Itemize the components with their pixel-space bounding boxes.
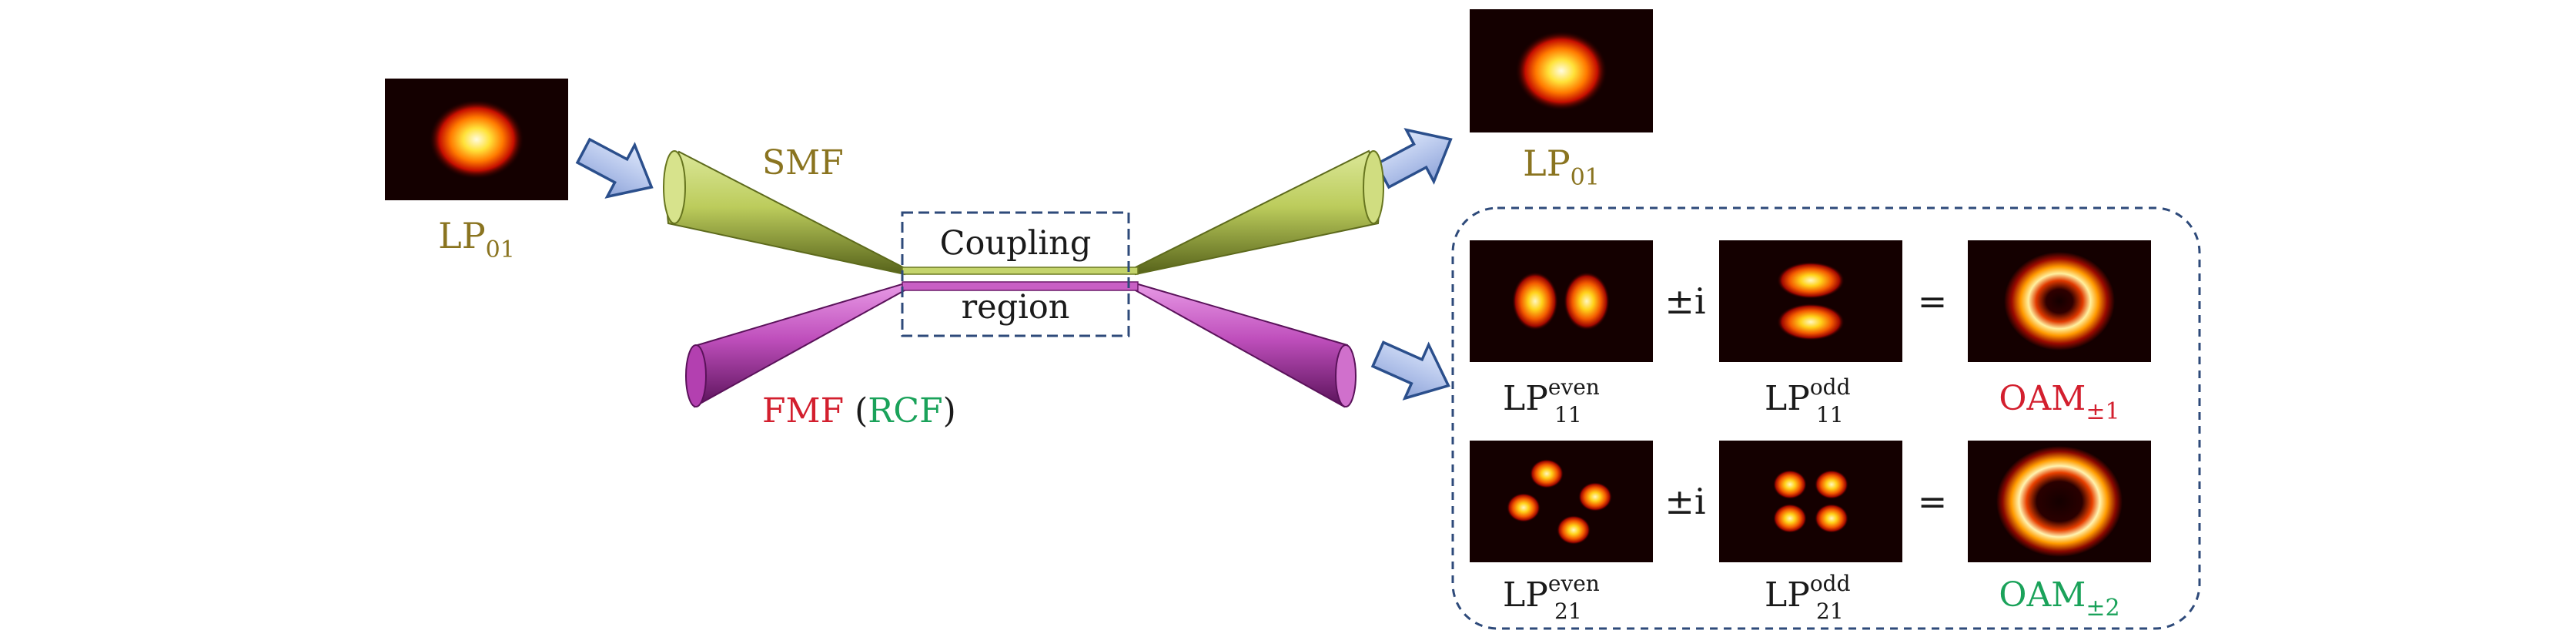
lp21-odd-label: LPodd	[1765, 571, 1851, 615]
fmf-output-fiber	[1135, 282, 1357, 408]
smf-label: SMF	[762, 143, 844, 183]
smf-coupling-segment	[902, 267, 1139, 275]
oam-l2-label: OAM±2	[1999, 575, 2119, 622]
row2-equals: =	[1918, 481, 1948, 522]
lp11-even-label: LPeven	[1503, 374, 1600, 418]
lp21-odd-sub: 21	[1816, 598, 1844, 624]
oam-row-2: ±i = LPeven 21 LPodd 21 OAM±2	[1470, 441, 2151, 624]
oam-row-1: ±i = LPeven 11 LPodd 11 OAM±1	[1470, 240, 2151, 427]
arrow-icon-output-lp01	[1374, 128, 1453, 189]
fmf-rcf-label: FMF (RCF)	[762, 391, 956, 431]
row1-equals: =	[1918, 280, 1948, 322]
output-lp01-panel	[1470, 9, 1653, 132]
lp11-even-panel	[1470, 240, 1653, 362]
lp11-odd-panel	[1719, 240, 1902, 362]
lp21-odd-panel	[1719, 441, 1902, 562]
coupling-label: Coupling	[940, 224, 1092, 263]
lp11-odd-label: LPodd	[1765, 374, 1851, 418]
lp21-even-sub: 21	[1554, 598, 1582, 624]
arrow-icon-output-oam	[1370, 340, 1450, 401]
lp11-odd-sub: 11	[1816, 402, 1844, 427]
oam-l2-panel	[1968, 441, 2151, 562]
oam-superposition-box	[1451, 206, 2201, 630]
arrow-icon-input	[575, 137, 654, 199]
lp11-even-sub: 11	[1554, 402, 1582, 427]
fmf-coupling-segment	[902, 281, 1139, 291]
fmf-input-fiber	[685, 282, 905, 408]
oam-l1-label: OAM±1	[1999, 379, 2119, 425]
input-mode-label: LP01	[438, 215, 515, 263]
row2-operator: ±i	[1664, 481, 1705, 522]
smf-output-fiber	[1135, 149, 1384, 276]
oam-l1-panel	[1968, 240, 2151, 362]
row1-operator: ±i	[1664, 280, 1705, 322]
lp21-even-label: LPeven	[1503, 571, 1600, 615]
lp21-even-panel	[1470, 441, 1653, 562]
coupling-region-box	[901, 211, 1130, 337]
input-mode-panel	[385, 79, 568, 200]
smf-input-fiber	[663, 150, 905, 276]
output-lp01-label: LP01	[1523, 142, 1600, 191]
region-label: region	[962, 288, 1070, 327]
